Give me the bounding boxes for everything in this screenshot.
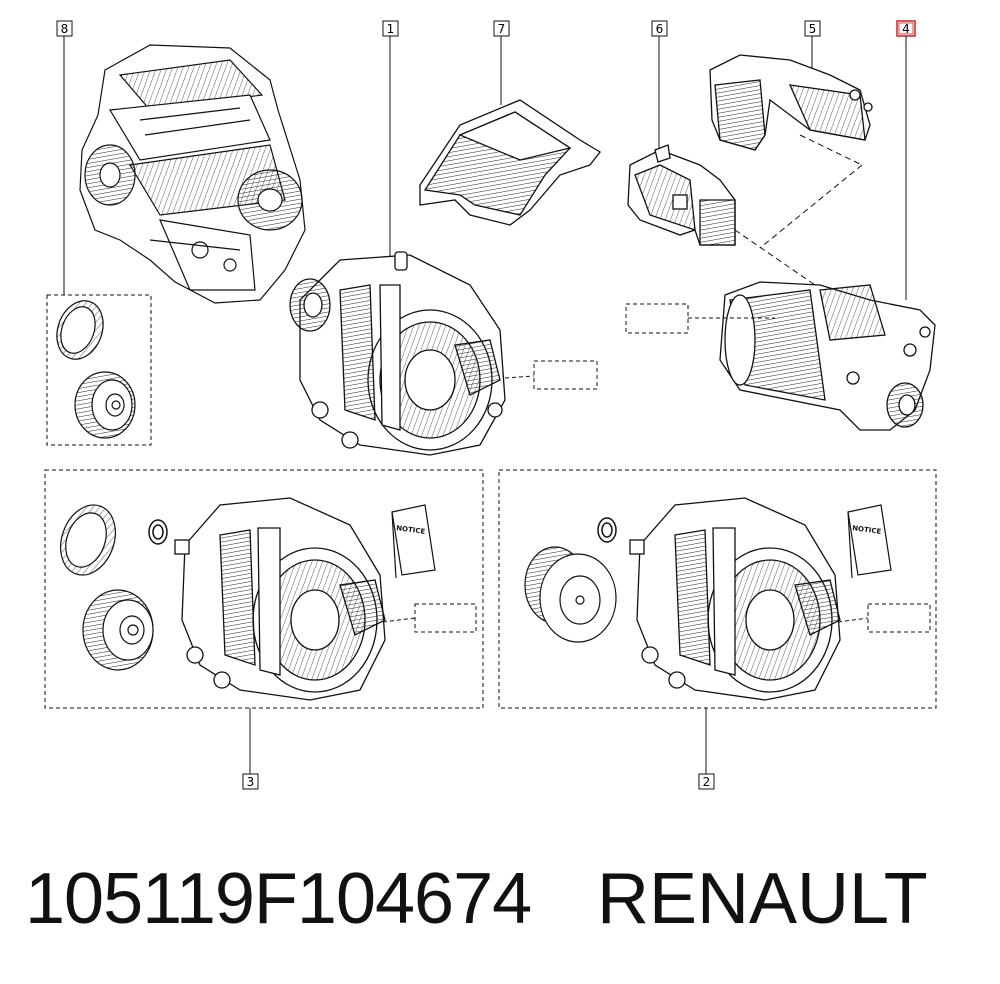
callout-6[interactable]: 6: [651, 20, 668, 37]
cover-7[interactable]: [419, 99, 601, 226]
callout-8-text: 8: [61, 22, 69, 36]
leader-box-2: [837, 617, 869, 623]
alternator-1[interactable]: [289, 251, 506, 456]
callout-1[interactable]: 1: [382, 20, 399, 37]
kit-2: NOTICE: [498, 469, 937, 709]
callout-2[interactable]: 2: [698, 773, 715, 790]
part-number: 105119F104674: [25, 859, 532, 939]
kit-box-3: [414, 603, 477, 633]
leader-lines: [63, 36, 907, 774]
callout-3[interactable]: 3: [242, 773, 259, 790]
pulley-cap-8[interactable]: [49, 294, 111, 365]
assembly-lines: [734, 134, 863, 286]
callout-6-text: 6: [656, 22, 664, 36]
kit-box-2: [867, 603, 931, 633]
kit-box-4: [625, 303, 689, 334]
callout-7[interactable]: 7: [493, 20, 510, 37]
ring-3[interactable]: [148, 519, 168, 545]
callout-3-text: 3: [247, 775, 255, 789]
notice-leaflet-2[interactable]: NOTICE: [847, 504, 892, 579]
callout-5[interactable]: 5: [804, 20, 821, 37]
notice-leaflet-3[interactable]: NOTICE: [391, 504, 436, 579]
callout-1-text: 1: [387, 22, 395, 36]
ring-2[interactable]: [597, 517, 617, 543]
kit-box-8: [46, 294, 152, 446]
starter-motor-4[interactable]: [719, 281, 936, 431]
engine-assembly: [79, 44, 306, 304]
brand-name: RENAULT: [597, 859, 928, 939]
pulley-cap-3[interactable]: [51, 497, 124, 582]
callout-4[interactable]: 4: [896, 20, 916, 37]
leader-box-3: [382, 617, 416, 623]
callout-2-text: 2: [703, 775, 711, 789]
leader-box-1: [504, 375, 535, 379]
bracket-6[interactable]: [627, 144, 736, 246]
shield-5[interactable]: [709, 54, 873, 151]
callout-7-text: 7: [498, 22, 506, 36]
kit-3: NOTICE: [44, 469, 484, 709]
callout-8[interactable]: 8: [56, 20, 73, 37]
decoupler-pulley-2[interactable]: [524, 546, 617, 643]
alternator-3[interactable]: [174, 497, 386, 701]
callout-4-text: 4: [902, 22, 910, 36]
kit-box-1: [533, 360, 598, 390]
alternator-2[interactable]: [629, 497, 841, 701]
pulley-3[interactable]: [82, 589, 154, 671]
pulley-8[interactable]: [74, 371, 136, 439]
callout-5-text: 5: [809, 22, 817, 36]
